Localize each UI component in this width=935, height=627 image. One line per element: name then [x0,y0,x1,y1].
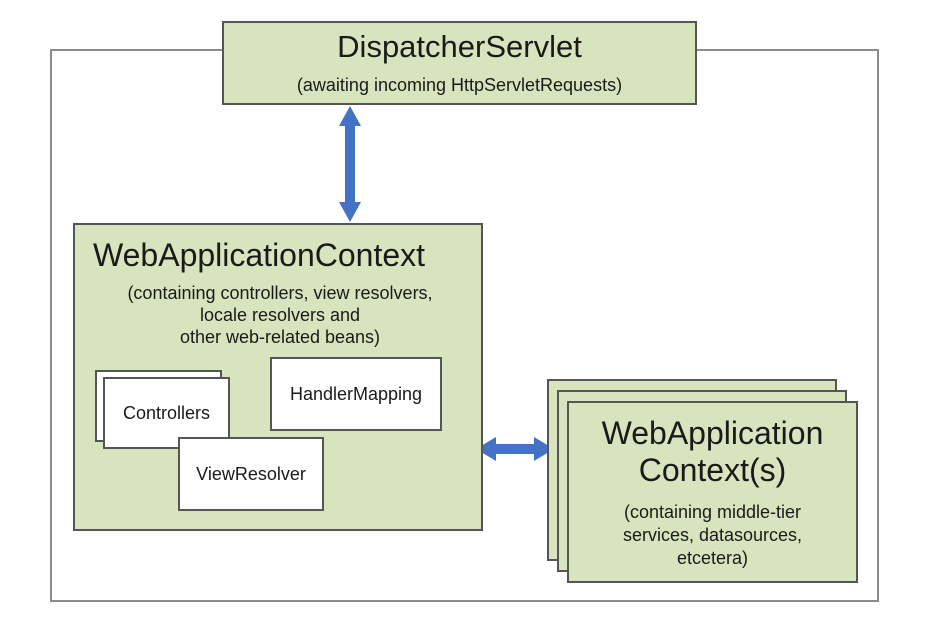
handler-mapping-box: HandlerMapping [270,357,442,431]
vertical-arrow-shaft [345,122,355,210]
root-contexts-title: WebApplication Context(s) [569,415,856,489]
web-application-context-title: WebApplicationContext [93,237,426,273]
description-line: etcetera) [676,548,749,568]
title-line: WebApplication [601,415,824,451]
description-line: services, datasources, [622,525,803,545]
controllers-label: Controllers [122,402,211,423]
view-resolver-box: ViewResolver [178,437,324,511]
horizontal-arrow-head-left [476,437,496,461]
root-context-card-front: WebApplication Context(s) (containing mi… [567,401,858,583]
dispatcher-servlet-subtitle: (awaiting incoming HttpServletRequests) [296,75,623,95]
description-line: other web-related beans) [179,327,381,347]
title-line: Context(s) [638,452,787,488]
vertical-arrow-head-up [339,106,361,126]
handler-mapping-label: HandlerMapping [289,383,423,404]
horizontal-arrow-shaft [492,444,540,454]
view-resolver-label: ViewResolver [196,463,306,484]
horizontal-arrow-head-right [534,437,554,461]
dispatcher-servlet-title: DispatcherServlet [337,29,582,64]
description-line: (containing controllers, view resolvers, [127,283,433,303]
description-line: (containing middle-tier [623,502,802,522]
vertical-arrow-head-down [339,202,361,222]
description-line: locale resolvers and [199,305,361,325]
web-application-context-description: (containing controllers, view resolvers,… [95,282,465,348]
dispatcher-servlet-box: DispatcherServlet (awaiting incoming Htt… [222,21,697,105]
root-contexts-description: (containing middle-tier services, dataso… [569,501,856,570]
